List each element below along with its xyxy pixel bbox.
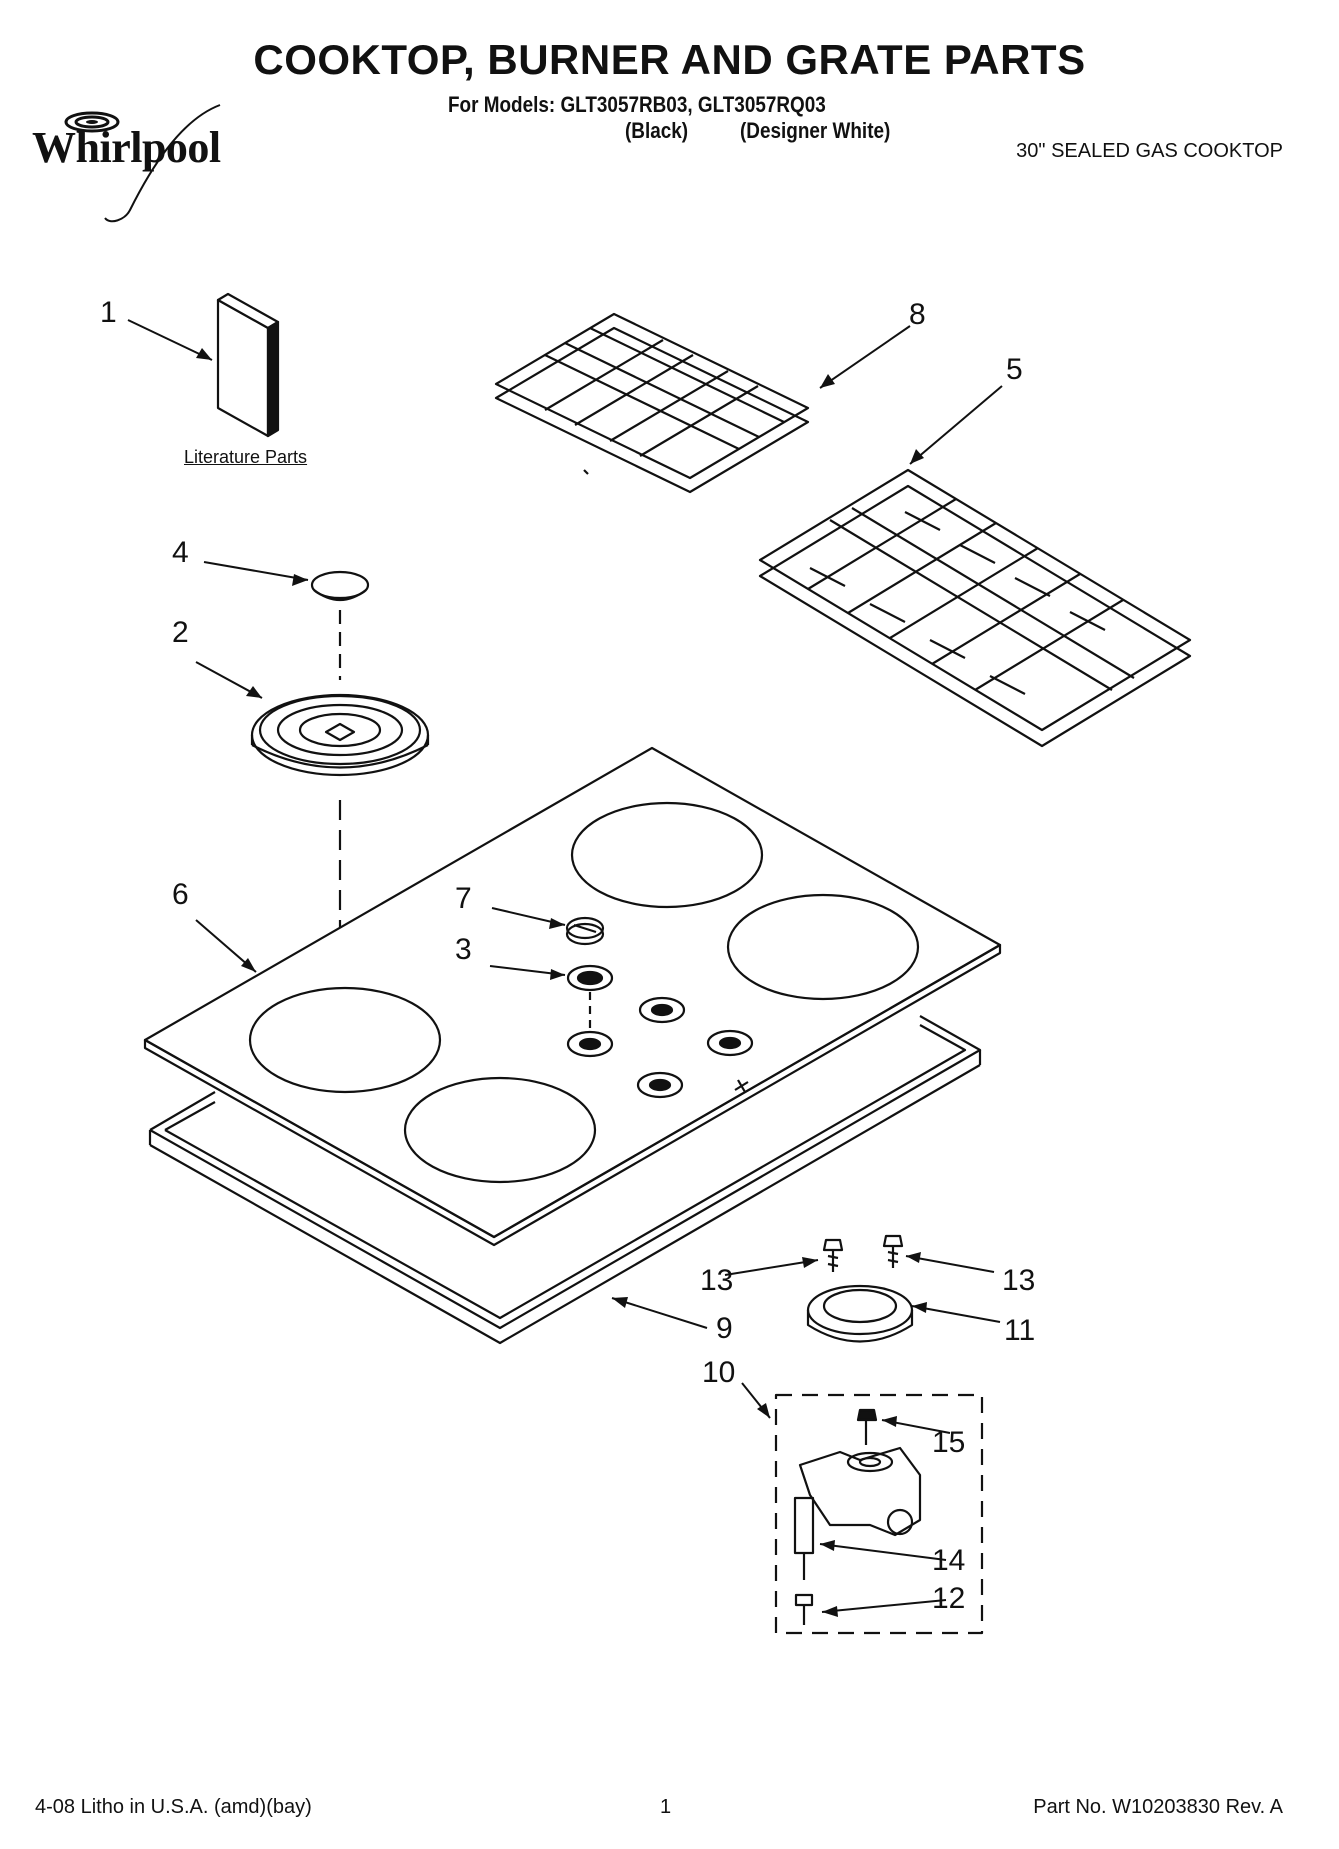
callout-13-right: 13 [1002, 1264, 1036, 1297]
callout-10: 10 [702, 1356, 736, 1389]
callout-4: 4 [172, 536, 189, 569]
large-grate [758, 468, 1192, 748]
page-title: COOKTOP, BURNER AND GRATE PARTS [253, 36, 1086, 83]
valve-assembly [793, 1446, 922, 1580]
color-designer-white: (Designer White) [740, 118, 891, 143]
brand-wordmark: Whirlpool [32, 123, 221, 172]
control-knob [565, 916, 605, 946]
callout-11: 11 [1004, 1314, 1036, 1347]
cooktop-gasket [148, 1015, 982, 1345]
page-number: 1 [660, 1796, 672, 1818]
callout-5: 5 [1006, 353, 1023, 386]
small-grate [494, 312, 810, 494]
product-description: 30" SEALED GAS COOKTOP [1016, 140, 1283, 162]
models-line: For Models: GLT3057RB03, GLT3057RQ03 [448, 92, 826, 117]
burner-base [250, 693, 430, 777]
callout-1: 1 [100, 296, 117, 329]
callout-arrowheads [196, 348, 927, 1617]
burner-cap [310, 570, 370, 602]
callout-14: 14 [932, 1544, 966, 1577]
callout-13-left: 13 [700, 1264, 734, 1297]
callout-8: 8 [909, 298, 926, 331]
color-black: (Black) [625, 118, 689, 143]
literature-parts-label: Literature Parts [184, 447, 308, 467]
mounting-screw-left [822, 1238, 844, 1272]
callout-2: 2 [172, 616, 189, 649]
literature-parts-booklet [216, 292, 280, 438]
part-number: Part No. W10203830 Rev. A [1033, 1796, 1283, 1818]
valve-screw [856, 1408, 878, 1445]
knob-bezel [566, 964, 614, 992]
cooktop-surface [143, 746, 1002, 1247]
orifice-screw [794, 1593, 814, 1625]
valve-assembly-box [774, 1393, 984, 1635]
footer-litho: 4-08 Litho in U.S.A. (amd)(bay) [35, 1796, 312, 1818]
callout-6: 6 [172, 878, 189, 911]
knob-positions [566, 996, 754, 1099]
whirlpool-swirl-icon [64, 104, 221, 223]
mounting-screw-right [882, 1234, 904, 1268]
callout-12: 12 [932, 1582, 966, 1615]
callout-15: 15 [932, 1426, 966, 1459]
callout-9: 9 [716, 1312, 733, 1345]
callout-3: 3 [455, 933, 472, 966]
burner-base-ring [806, 1284, 914, 1343]
callout-7: 7 [455, 882, 472, 915]
